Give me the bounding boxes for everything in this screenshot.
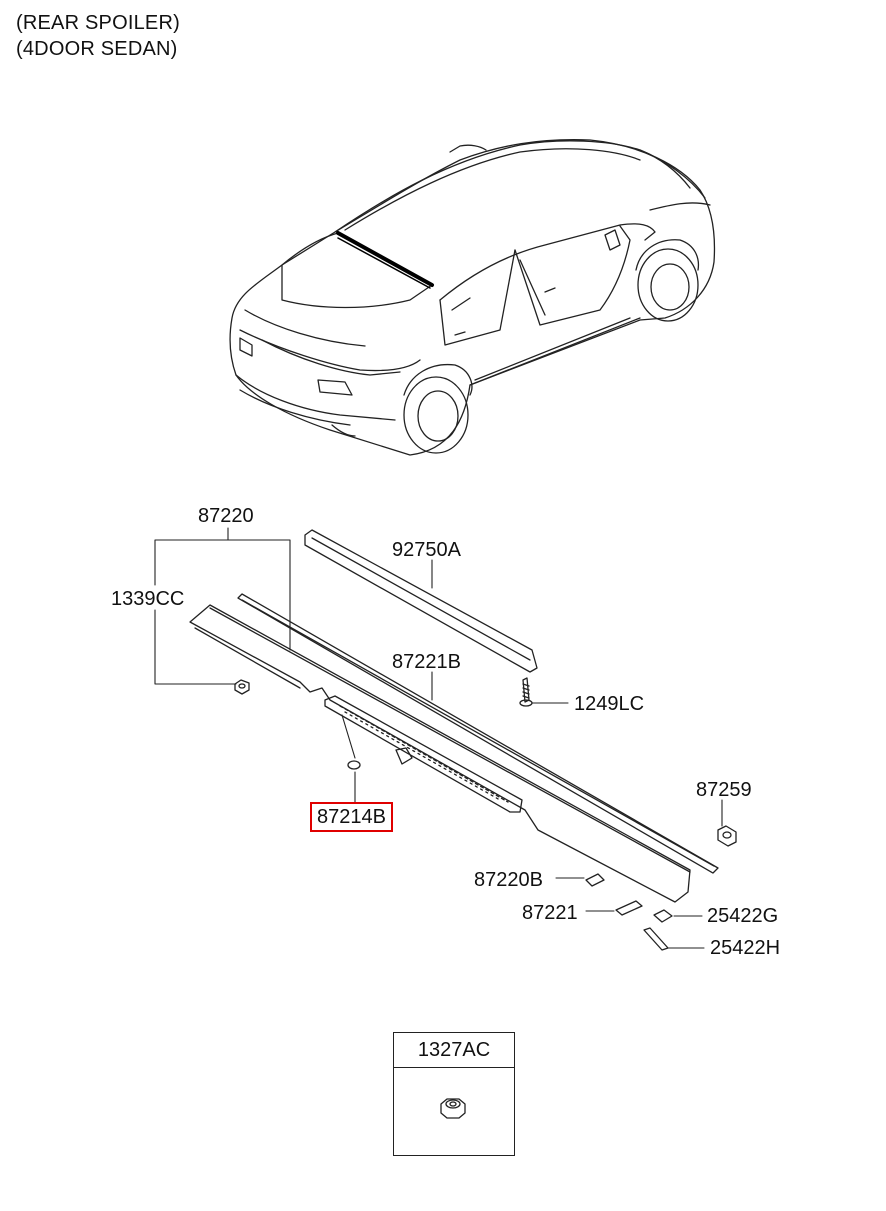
label-25422g: 25422G xyxy=(707,905,779,927)
part-92750a-strip xyxy=(304,529,538,673)
inset-title: 1327AC xyxy=(394,1033,514,1068)
label-87221: 87221 xyxy=(522,902,578,924)
part-87214b-clip xyxy=(347,760,361,770)
label-87220b: 87220B xyxy=(474,869,543,891)
car-illustration xyxy=(229,139,716,456)
exploded-parts xyxy=(189,529,737,951)
leader-lines xyxy=(154,527,723,949)
part-small-clip xyxy=(395,747,413,765)
part-clip-bracket xyxy=(324,695,523,813)
inset-box-1327ac: 1327AC xyxy=(393,1032,515,1156)
label-1339cc: 1339CC xyxy=(111,588,185,610)
label-87220: 87220 xyxy=(198,505,254,527)
label-87221b: 87221B xyxy=(392,651,461,673)
part-87221-tape xyxy=(615,900,643,916)
header-line-2: (4DOOR SEDAN) xyxy=(16,38,178,60)
part-1339cc-nut xyxy=(234,679,250,695)
inset-nut-1327ac xyxy=(440,1098,466,1119)
label-87259: 87259 xyxy=(696,779,752,801)
label-25422h: 25422H xyxy=(710,937,781,959)
label-87214b-highlighted[interactable]: 87214B xyxy=(310,802,393,832)
part-25422h-clip xyxy=(643,927,669,951)
part-87220-garnish xyxy=(189,604,691,903)
part-87221b-moulding xyxy=(237,593,719,874)
part-87220b-pad xyxy=(585,873,605,887)
part-25422g-washer xyxy=(653,909,673,923)
label-1249lc: 1249LC xyxy=(574,693,645,715)
header-line-1: (REAR SPOILER) xyxy=(16,12,180,34)
label-92750a: 92750A xyxy=(392,539,461,561)
part-87259-grommet xyxy=(717,825,737,847)
